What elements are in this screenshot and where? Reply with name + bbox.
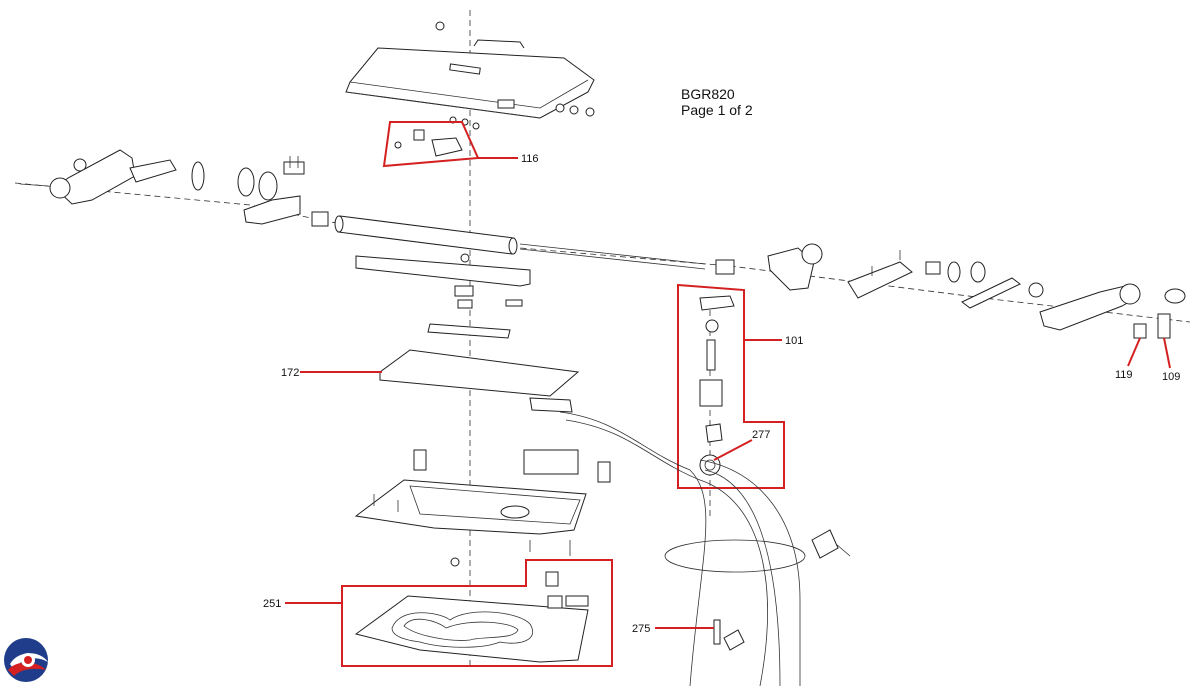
hinge-tube (334, 215, 735, 275)
right-hinge-bracket (767, 247, 815, 291)
callout-275: 275 (632, 623, 650, 635)
right-bushing (715, 259, 735, 275)
upper-lid (345, 47, 595, 119)
callout-109: 109 (1162, 371, 1180, 383)
switch-assembly (699, 295, 735, 476)
insulation-sheet (379, 349, 580, 397)
brand-logo (4, 638, 48, 682)
part-275 (713, 619, 721, 645)
callout-172: 172 (281, 367, 299, 379)
base-frame (354, 479, 587, 535)
right-hinge-assembly (767, 243, 1186, 339)
part-119 (1133, 323, 1147, 339)
callout-251: 251 (263, 598, 281, 610)
callout-119: 119 (1115, 369, 1133, 381)
page-indicator: Page 1 of 2 (681, 102, 753, 118)
model-number: BGR820 (681, 86, 735, 102)
callout-box-251 (341, 559, 613, 667)
part-109 (1157, 313, 1171, 339)
lid-handle (473, 39, 525, 49)
power-cord (559, 411, 851, 686)
lid-label (497, 99, 515, 109)
element-clip (427, 323, 511, 339)
screws (289, 156, 901, 556)
upper-plate-frame (355, 253, 531, 339)
lid-logo (449, 63, 481, 75)
drip-tray (354, 571, 589, 663)
lid-assembly (345, 21, 595, 130)
thermostat-block (523, 449, 579, 475)
left-hinge-arm (54, 149, 136, 205)
lid-clip (435, 21, 445, 31)
left-bushing (311, 211, 329, 227)
lower-base (354, 397, 611, 567)
left-hinge-bracket (243, 195, 301, 225)
callout-116: 116 (521, 153, 539, 165)
cord-strain-relief (811, 529, 839, 559)
left-hinge-assembly (19, 149, 329, 227)
callout-101: 101 (785, 335, 803, 347)
callout-277: 277 (752, 429, 770, 441)
diagram-title: BGR820 Page 1 of 2 (681, 86, 753, 118)
hinge-axis (14, 182, 1191, 323)
callout-box-101 (677, 283, 785, 489)
